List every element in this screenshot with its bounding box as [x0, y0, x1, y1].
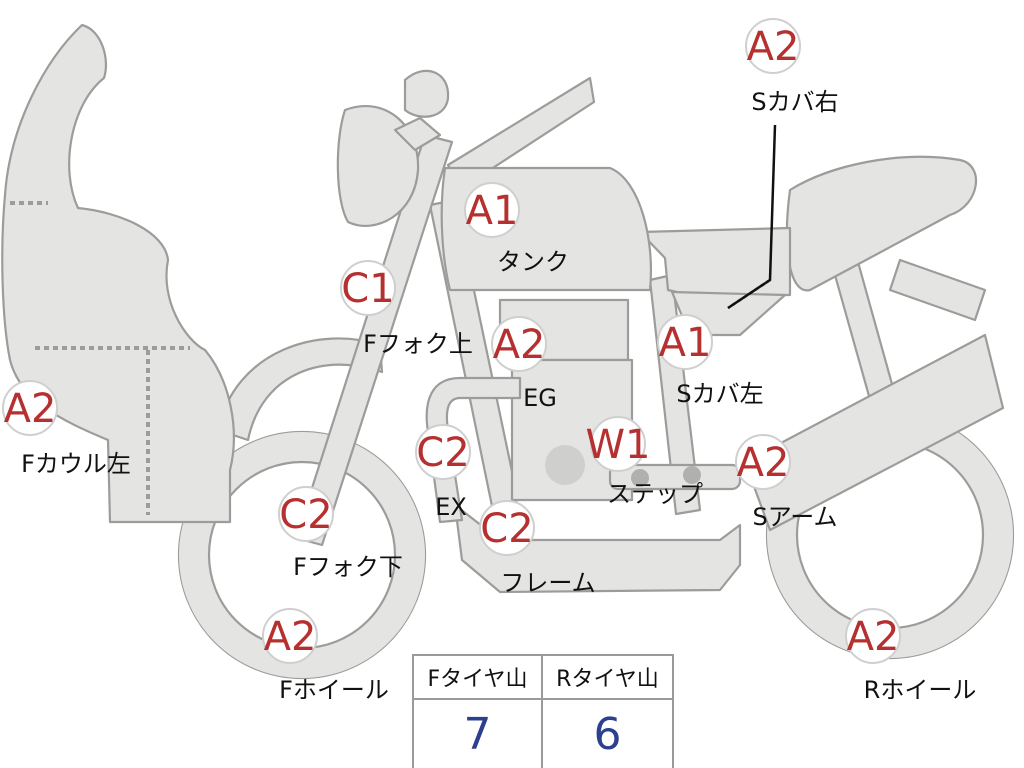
- part-label: Fフォク下: [293, 553, 403, 581]
- grade-code: A2: [737, 440, 790, 486]
- frame-lower-loop: [453, 503, 742, 594]
- grade-code: A2: [747, 24, 800, 70]
- part-label: Rホイール: [864, 676, 977, 704]
- grade-badge-circle: [340, 260, 396, 316]
- step-bar: [608, 463, 742, 491]
- tire-tread-table: Fタイヤ山 Rタイヤ山 7 6: [412, 654, 674, 768]
- grade-badge-circle: [464, 182, 520, 238]
- grade-badge-circle: [590, 416, 646, 472]
- part-label: Fカウル左: [21, 450, 131, 478]
- part-label: EG: [523, 384, 557, 412]
- grade-code: C2: [279, 492, 332, 538]
- grade-code: C2: [480, 506, 533, 552]
- grade-badge-circle: [657, 314, 713, 370]
- grade-badge-circle: [2, 380, 58, 436]
- part-label: Sカバ右: [751, 88, 838, 116]
- front-tire-value: 7: [414, 700, 543, 768]
- mirror: [403, 69, 450, 118]
- front-cowl: [1, 23, 235, 524]
- grade-code: A2: [493, 322, 546, 368]
- headlight: [336, 105, 420, 227]
- grade-code: A2: [264, 614, 317, 660]
- grade-badge-circle: [491, 316, 547, 372]
- handlebar: [393, 116, 442, 152]
- part-label: タンク: [497, 248, 569, 276]
- grade-badge-circle: [479, 500, 535, 556]
- grade-badge-circle: [735, 434, 791, 490]
- part-label: Fフォク上: [363, 330, 473, 358]
- part-label: Sアーム: [752, 503, 837, 531]
- rear-tire-header: Rタイヤ山: [543, 656, 672, 700]
- grade-code: A2: [4, 386, 57, 432]
- grade-badge-circle: [278, 486, 334, 542]
- part-label: Fホイール: [279, 676, 389, 704]
- s-cover-right-leader-dashes: [727, 278, 771, 310]
- frame-grade: C2 フレーム: [479, 500, 596, 597]
- grade-code: A2: [847, 614, 900, 660]
- front-fork: [294, 133, 454, 547]
- grade-code: A1: [466, 188, 519, 234]
- swingarm: [743, 333, 1005, 532]
- part-label: ステップ: [607, 480, 703, 508]
- part-label: Sカバ左: [676, 380, 763, 408]
- grade-code: A1: [659, 320, 712, 366]
- tank-grade: A1 タンク: [464, 182, 569, 276]
- grade-code: C1: [341, 266, 394, 312]
- grade-code: W1: [586, 422, 651, 468]
- seat: [785, 155, 978, 292]
- grade-badge-circle: [262, 608, 318, 664]
- step-grade: W1 ステップ: [586, 416, 703, 508]
- grade-badge-circle: [745, 18, 801, 74]
- front-tire-header: Fタイヤ山: [414, 656, 543, 700]
- part-label: EX: [435, 493, 467, 521]
- rear-tire-value: 6: [593, 708, 622, 760]
- seat-rail: [888, 258, 987, 322]
- part-label: フレーム: [500, 569, 595, 597]
- grade-badge-circle: [415, 424, 471, 480]
- exhaust-pipe: [425, 376, 522, 524]
- grade-badge-circle: [845, 608, 901, 664]
- grade-code: C2: [416, 430, 469, 476]
